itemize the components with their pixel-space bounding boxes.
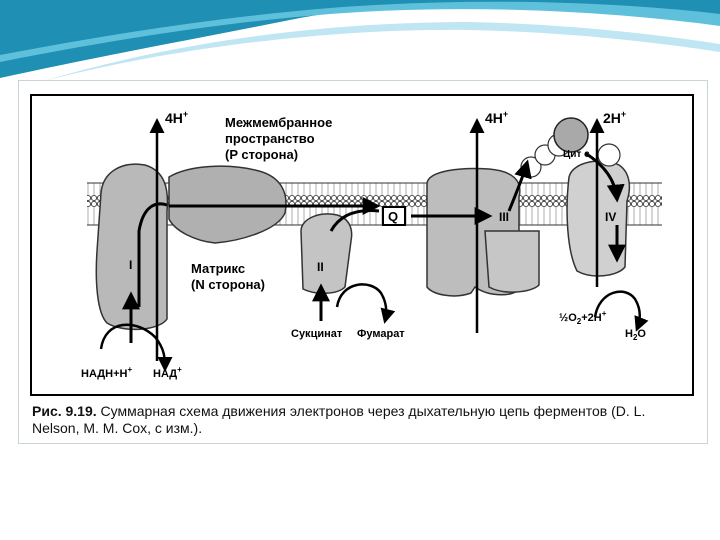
label-nad: НАД+	[153, 365, 182, 380]
label-complex-i: I	[129, 258, 132, 272]
label-intermembrane-3: (P сторона)	[225, 147, 298, 162]
electron-flow-arrow	[329, 209, 380, 232]
figure-frame: 4H+ 4H+ 2H+ Межмембранное пространство (…	[18, 80, 708, 444]
succinate-fumarate-arc	[335, 283, 396, 324]
wave-mid	[0, 1, 720, 62]
label-cyt-c: Цит c	[563, 149, 590, 160]
wave-dark	[0, 0, 720, 78]
nadh-arc	[99, 323, 173, 372]
label-oxygen: ½O2+2H+	[559, 309, 607, 326]
q-box	[382, 206, 406, 226]
label-complex-iii: III	[499, 210, 509, 224]
complex-ii-shape	[300, 213, 353, 294]
label-complex-ii: II	[317, 260, 324, 274]
label-matrix-2: (N сторона)	[191, 277, 265, 292]
cyt-c-sphere	[553, 117, 589, 153]
cyt-c-bubble	[597, 143, 621, 167]
label-succinate: Сукцинат	[291, 328, 343, 340]
complex-iii-lower-domain	[484, 230, 540, 293]
wave-light	[40, 22, 720, 82]
electron-transport-diagram: 4H+ 4H+ 2H+ Межмембранное пространство (…	[30, 94, 694, 396]
label-complex-iv: IV	[605, 210, 616, 224]
header-wave-decoration	[0, 0, 720, 82]
label-2h: 2H+	[603, 109, 626, 126]
electron-flow-arrow	[137, 202, 168, 307]
label-fumarate: Фумарат	[357, 328, 405, 340]
label-4h-left: 4H+	[165, 109, 188, 126]
oxygen-water-arc	[593, 290, 649, 332]
label-intermembrane-1: Межмембранное	[225, 115, 332, 130]
label-4h-right: 4H+	[485, 109, 508, 126]
caption-text: Суммарная схема движения электронов чере…	[32, 403, 646, 436]
label-q: Q	[388, 209, 398, 224]
label-matrix-1: Матрикс	[191, 261, 245, 276]
electron-flow-arrow	[507, 159, 532, 212]
figure-number: Рис. 9.19.	[32, 403, 97, 419]
label-intermembrane-2: пространство	[225, 131, 315, 146]
electron-flow-arrow	[584, 151, 625, 203]
label-water: H2O	[625, 328, 646, 342]
label-nadh: НАДН+Н+	[81, 365, 132, 380]
figure-caption: Рис. 9.19. Суммарная схема движения элек…	[32, 403, 682, 437]
complex-i-shape	[95, 163, 169, 331]
